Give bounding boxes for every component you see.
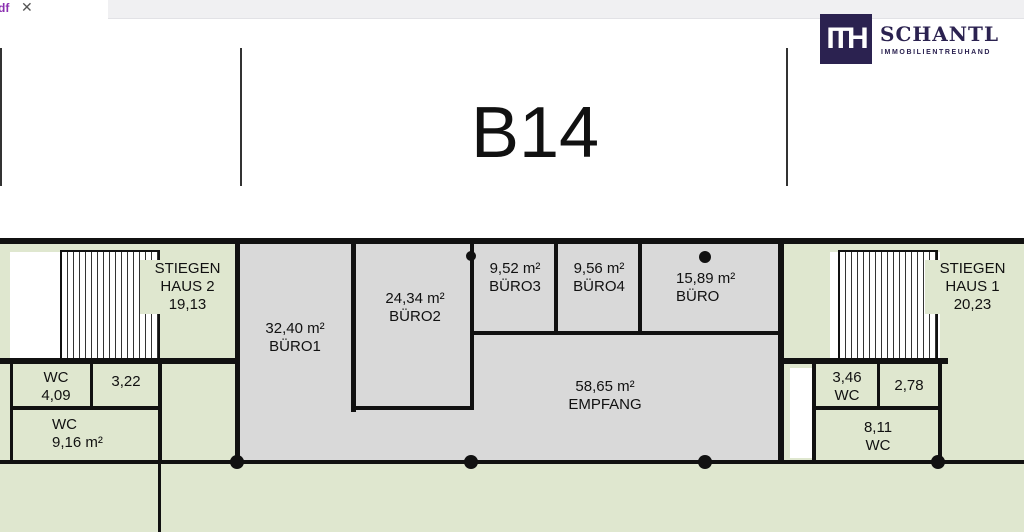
column	[699, 251, 711, 263]
room-area: 9,52 m²	[489, 260, 541, 277]
room-area: 9,16 m²	[52, 434, 103, 451]
room-area: 9,56 m²	[573, 260, 625, 277]
room-area: 20,23	[953, 296, 992, 313]
wall	[351, 406, 473, 410]
room-name: BÜRO4	[573, 278, 625, 295]
wall	[783, 358, 948, 364]
room-area: 32,40 m²	[265, 320, 325, 337]
room-name: STIEGEN	[939, 260, 1006, 277]
wall	[10, 364, 13, 460]
room-name: HAUS 2	[160, 278, 215, 295]
tab-label: df	[0, 1, 10, 15]
divider	[0, 48, 2, 186]
wall	[90, 364, 93, 408]
room-area: 3,22	[111, 373, 141, 390]
wall	[470, 242, 474, 410]
room-area: 4,09	[41, 387, 71, 404]
wall	[10, 406, 160, 410]
room-name: BÜRO1	[269, 338, 321, 355]
room-name: WC	[834, 387, 860, 404]
room-area: 24,34 m²	[385, 290, 445, 307]
wall	[638, 242, 642, 335]
column	[698, 455, 712, 469]
divider	[240, 48, 242, 186]
room-area: 3,46	[832, 369, 862, 386]
browser-tab[interactable]: df ✕	[0, 0, 108, 20]
shaft	[790, 368, 812, 458]
wall	[235, 238, 240, 464]
room-area: 2,78	[894, 377, 924, 394]
wall	[812, 364, 816, 464]
column	[931, 455, 945, 469]
column	[230, 455, 244, 469]
logo-mark: ITH	[820, 14, 872, 64]
wall	[938, 364, 942, 464]
room-name: WC	[865, 437, 891, 454]
room-area: 58,65 m²	[575, 378, 635, 395]
room-name: STIEGEN	[154, 260, 221, 277]
wall	[158, 364, 162, 460]
plan-title: B14	[470, 93, 600, 173]
room-name: BÜRO2	[389, 308, 441, 325]
browser-tab-bar	[0, 0, 1024, 19]
logo-name: SCHANTL	[880, 22, 1000, 46]
staircase-right	[838, 250, 938, 360]
room-name: WC	[43, 369, 69, 386]
wall	[470, 331, 780, 335]
room-name: BÜRO3	[489, 278, 541, 295]
wall	[158, 464, 161, 532]
divider	[786, 48, 788, 186]
close-icon[interactable]: ✕	[21, 0, 33, 15]
column	[464, 455, 478, 469]
room-small-left: 3,22	[96, 373, 156, 391]
wall	[0, 238, 1024, 244]
wall	[554, 242, 558, 335]
wall	[351, 242, 356, 412]
corridor-area	[0, 463, 1024, 532]
room-name: EMPFANG	[568, 396, 642, 413]
room-area: 15,89 m²	[676, 270, 736, 287]
room-name: HAUS 1	[945, 278, 1000, 295]
office-area	[237, 242, 780, 463]
logo: ITH SCHANTL IMMOBILIENTREUHAND	[820, 14, 1010, 66]
room-name: WC	[52, 416, 77, 433]
column	[466, 251, 476, 261]
wall	[0, 460, 1024, 464]
room-area: 8,11	[863, 419, 893, 436]
room-name: BÜRO	[676, 288, 720, 305]
logo-tagline: IMMOBILIENTREUHAND	[881, 49, 992, 56]
wall	[778, 238, 784, 464]
wall	[877, 364, 880, 408]
wall	[0, 358, 237, 364]
room-area: 19,13	[168, 296, 207, 313]
room-small-right: 2,78	[880, 377, 938, 395]
wall	[812, 406, 940, 410]
